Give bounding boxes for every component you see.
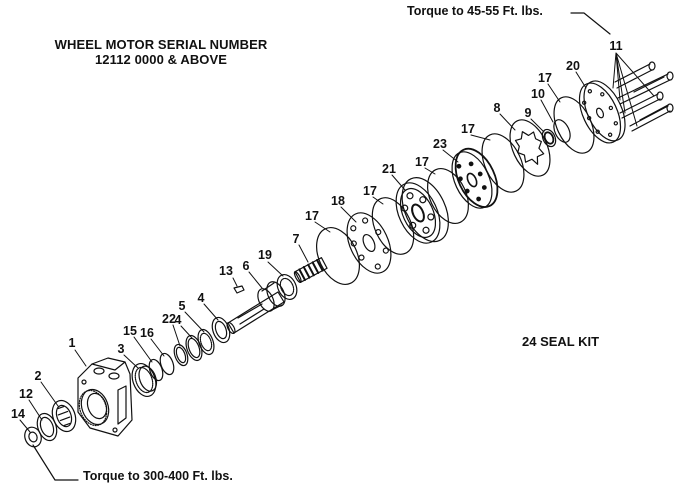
callout-5: 5	[178, 299, 186, 313]
title-line-2: 12112 0000 & ABOVE	[94, 52, 228, 67]
part-23-valve-plate	[451, 147, 499, 209]
callout-17a: 17	[305, 209, 319, 223]
callout-22: 22	[162, 312, 176, 326]
callout-12: 12	[19, 387, 33, 401]
callout-8: 8	[493, 101, 501, 115]
part-9-seal	[541, 128, 557, 148]
part-17-oring-c	[426, 168, 470, 224]
callout-6: 6	[242, 259, 250, 273]
part-6-shaft	[226, 281, 286, 335]
part-16-ring	[159, 352, 175, 376]
part-1-housing	[77, 357, 133, 437]
callout-18: 18	[331, 194, 345, 208]
callout-1: 1	[68, 336, 76, 350]
part-20-end-cap	[578, 80, 626, 144]
part-18-plate	[346, 212, 392, 274]
callout-13: 13	[219, 264, 233, 278]
torque-bottom-leader	[32, 444, 79, 481]
callout-17c: 17	[415, 155, 429, 169]
torque-note-bottom: Torque to 300-400 Ft. lbs.	[83, 469, 233, 483]
part-2-bearing	[51, 399, 77, 433]
callout-3: 3	[117, 342, 125, 356]
callout-2: 2	[34, 369, 42, 383]
callout-20: 20	[566, 59, 580, 73]
part-17-oring-b	[371, 197, 415, 255]
callout-14: 14	[11, 407, 25, 421]
part-22-seal	[173, 343, 189, 367]
callout-19: 19	[258, 248, 272, 262]
title-line-1: WHEEL MOTOR SERIAL NUMBER	[54, 37, 268, 52]
callout-9: 9	[524, 106, 532, 120]
part-17-oring-d	[481, 133, 525, 193]
part-11-bolts	[614, 61, 674, 132]
part-13-key	[233, 285, 245, 294]
callout-leaders	[19, 52, 655, 433]
callout-7: 7	[292, 232, 300, 246]
callout-23: 23	[433, 137, 447, 151]
callout-4b: 4	[197, 291, 205, 305]
callout-17b: 17	[363, 184, 377, 198]
part-8-star-plate	[509, 119, 551, 177]
torque-top-leader	[570, 12, 611, 35]
part-3-bearing-cup	[131, 362, 158, 398]
callout-15: 15	[123, 324, 137, 338]
callout-16: 16	[140, 326, 154, 340]
part-19-thrust-washer	[276, 274, 298, 300]
callout-11: 11	[609, 39, 623, 53]
callout-17e: 17	[538, 71, 552, 85]
part-21-geroler	[395, 177, 449, 244]
seal-kit-label: 24 SEAL KIT	[522, 334, 600, 349]
part-7-drive	[293, 257, 328, 284]
callout-17d: 17	[461, 122, 475, 136]
part-10-ring	[553, 119, 571, 143]
callout-10: 10	[531, 87, 545, 101]
callout-4a: 4	[174, 313, 182, 327]
callout-21: 21	[382, 162, 396, 176]
torque-note-top: Torque to 45-55 Ft. lbs.	[407, 4, 543, 18]
diagram-title: WHEEL MOTOR SERIAL NUMBER 12112 0000 & A…	[36, 37, 286, 67]
